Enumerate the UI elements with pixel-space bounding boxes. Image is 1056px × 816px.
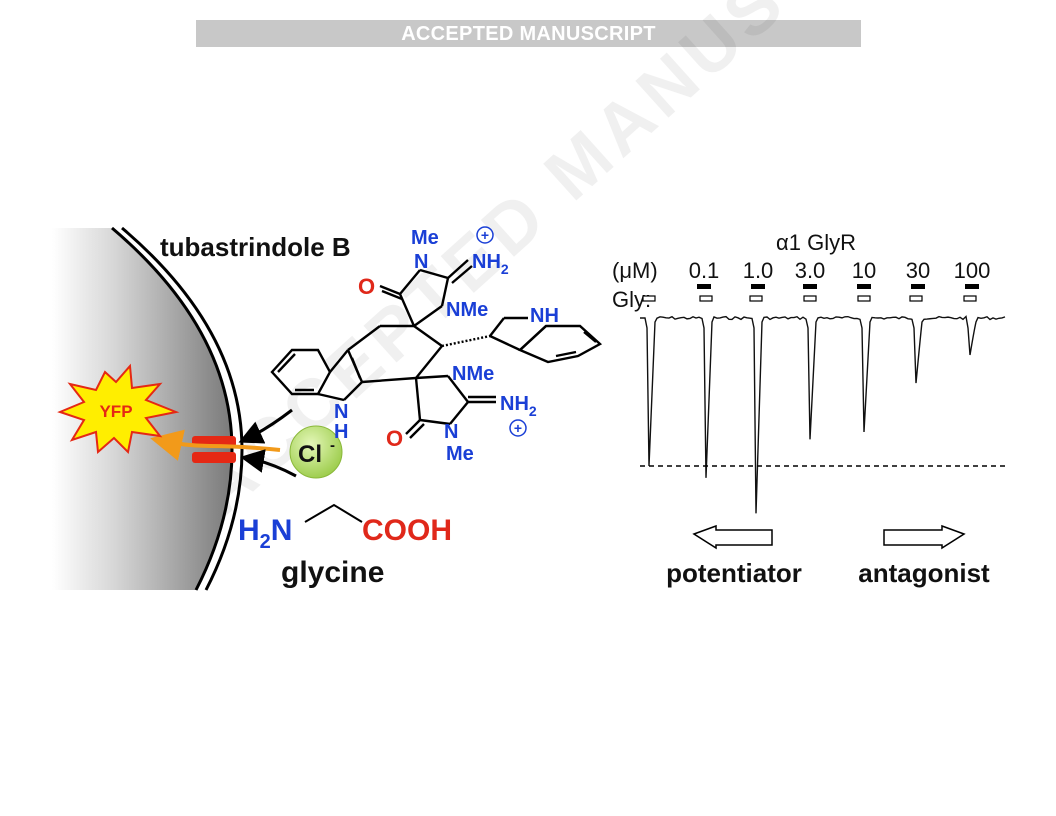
plus-charge-top bbox=[476, 226, 494, 244]
compound-application-bar bbox=[751, 284, 765, 289]
glycine-h: H bbox=[238, 514, 260, 547]
compound-binding-arrow bbox=[238, 408, 293, 444]
compound-application-bar bbox=[857, 284, 871, 289]
chloride-influx-arrow bbox=[150, 429, 281, 461]
atom-n-top: N bbox=[414, 251, 428, 273]
chloride-label: Cl bbox=[298, 441, 322, 468]
atom-nh2-mid: NH bbox=[500, 393, 529, 415]
current-traces bbox=[639, 295, 1006, 514]
glycine-application-bar bbox=[857, 295, 871, 302]
atom-nh-indole: NH bbox=[530, 305, 559, 327]
panel-title: α1 GlyR bbox=[776, 230, 856, 255]
svg-text:NH2: NH2 bbox=[500, 393, 537, 419]
compound-application-bar bbox=[911, 284, 925, 289]
chloride-ion: Cl - bbox=[289, 425, 343, 479]
compound-application-bar bbox=[803, 284, 817, 289]
glycine-name: glycine bbox=[281, 556, 384, 589]
atom-o-bottom: O bbox=[386, 426, 403, 451]
atom-me-bottom: Me bbox=[446, 443, 474, 465]
atom-o-top: O bbox=[358, 274, 375, 299]
glycine-structure: H2N COOH glycine bbox=[238, 503, 452, 589]
antagonist-label: antagonist bbox=[858, 558, 990, 588]
compound-name: tubastrindole B bbox=[160, 232, 351, 262]
glycine-n: N bbox=[271, 514, 293, 547]
plus-sign-top: + bbox=[481, 227, 489, 243]
glycine-acid: COOH bbox=[362, 514, 452, 547]
atom-me-top: Me bbox=[411, 227, 439, 249]
glycine-application-bar bbox=[963, 295, 977, 302]
concentration-label: 1.0 bbox=[743, 258, 774, 283]
compound-application-bar bbox=[697, 284, 711, 289]
glycine-application-bar bbox=[699, 295, 713, 302]
concentration-label: 10 bbox=[852, 258, 876, 283]
glycine-binding-arrow bbox=[240, 449, 297, 478]
potentiator-arrow bbox=[692, 524, 773, 550]
svg-text:NH2: NH2 bbox=[472, 251, 509, 277]
yfp-burst: YFP bbox=[57, 363, 180, 455]
concentration-label: 30 bbox=[906, 258, 930, 283]
antagonist-arrow bbox=[883, 524, 966, 550]
potentiator-label: potentiator bbox=[666, 558, 802, 588]
accepted-manuscript-banner: ACCEPTED MANUSCRIPT bbox=[196, 20, 861, 47]
current-trace-line bbox=[639, 315, 1006, 514]
concentration-labels: 0.1 1.0 3.0 10 30 100 bbox=[689, 258, 991, 289]
yfp-label: YFP bbox=[99, 402, 132, 421]
plus-sign-mid: + bbox=[514, 420, 522, 436]
atom-nh2-mid-sub: 2 bbox=[529, 403, 537, 419]
concentration-unit: (μM) bbox=[612, 258, 658, 283]
svg-text:H2N: H2N bbox=[238, 514, 292, 553]
glycine-application-bar bbox=[909, 295, 923, 302]
atom-n-carbazole: N bbox=[334, 401, 348, 423]
atom-nh2-top-sub: 2 bbox=[501, 261, 509, 277]
tubastrindole-b-structure: tubastrindole B bbox=[160, 226, 603, 465]
glycine-application-bar bbox=[803, 295, 817, 302]
concentration-label: 3.0 bbox=[795, 258, 826, 283]
concentration-label: 0.1 bbox=[689, 258, 720, 283]
atom-n-bottom: N bbox=[444, 421, 458, 443]
atom-nme-top: NMe bbox=[446, 299, 488, 321]
chloride-charge: - bbox=[330, 437, 335, 454]
compound-application-bar bbox=[965, 284, 979, 289]
glycine-application-bar bbox=[749, 295, 763, 302]
glycine-receptor-channel bbox=[150, 429, 281, 463]
atom-h-carbazole: H bbox=[334, 421, 348, 443]
glycine-h-sub: 2 bbox=[260, 531, 271, 553]
glycine-application-bar bbox=[642, 295, 656, 302]
plus-charge-mid bbox=[509, 419, 527, 437]
membrane-inner bbox=[111, 226, 234, 591]
concentration-label: 100 bbox=[954, 258, 991, 283]
atom-nh2-top: NH bbox=[472, 251, 501, 273]
atom-nme-mid: NMe bbox=[452, 363, 494, 385]
